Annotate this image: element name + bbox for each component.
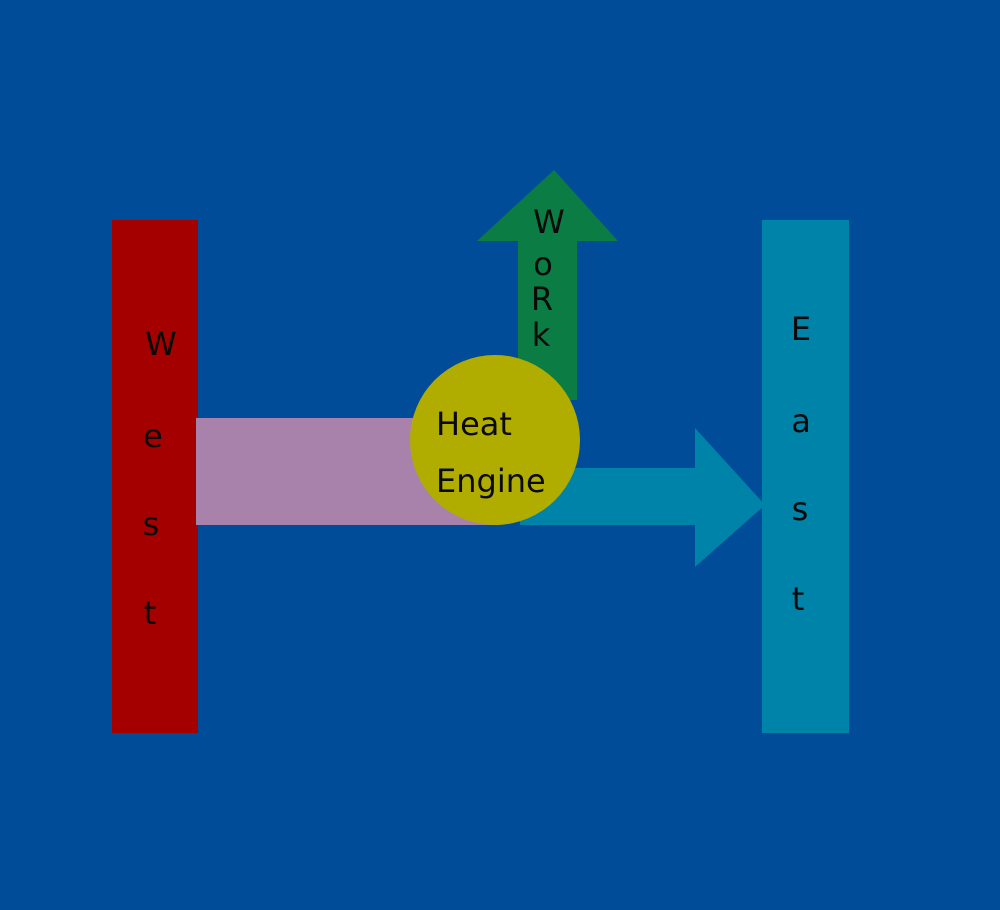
east-reservoir	[762, 220, 849, 733]
west-reservoir	[112, 220, 198, 733]
west-letter: e	[143, 417, 163, 455]
west-letter: t	[144, 594, 157, 632]
work-letter: W	[533, 203, 565, 241]
west-letter: W	[145, 325, 177, 363]
heat-exhaust-arrow	[520, 428, 765, 567]
east-letter: s	[792, 490, 809, 528]
west-letter: s	[143, 505, 160, 543]
work-letter: o	[533, 245, 553, 283]
heat-engine-circle	[410, 355, 580, 525]
engine-label-line2: Engine	[436, 462, 546, 500]
east-letter: E	[791, 310, 811, 348]
work-letter: R	[531, 280, 553, 318]
engine-label-line1: Heat	[436, 405, 512, 443]
work-output-arrow	[477, 170, 618, 400]
east-letter: t	[792, 580, 805, 618]
east-letter: a	[791, 402, 811, 440]
work-letter: k	[532, 316, 551, 354]
